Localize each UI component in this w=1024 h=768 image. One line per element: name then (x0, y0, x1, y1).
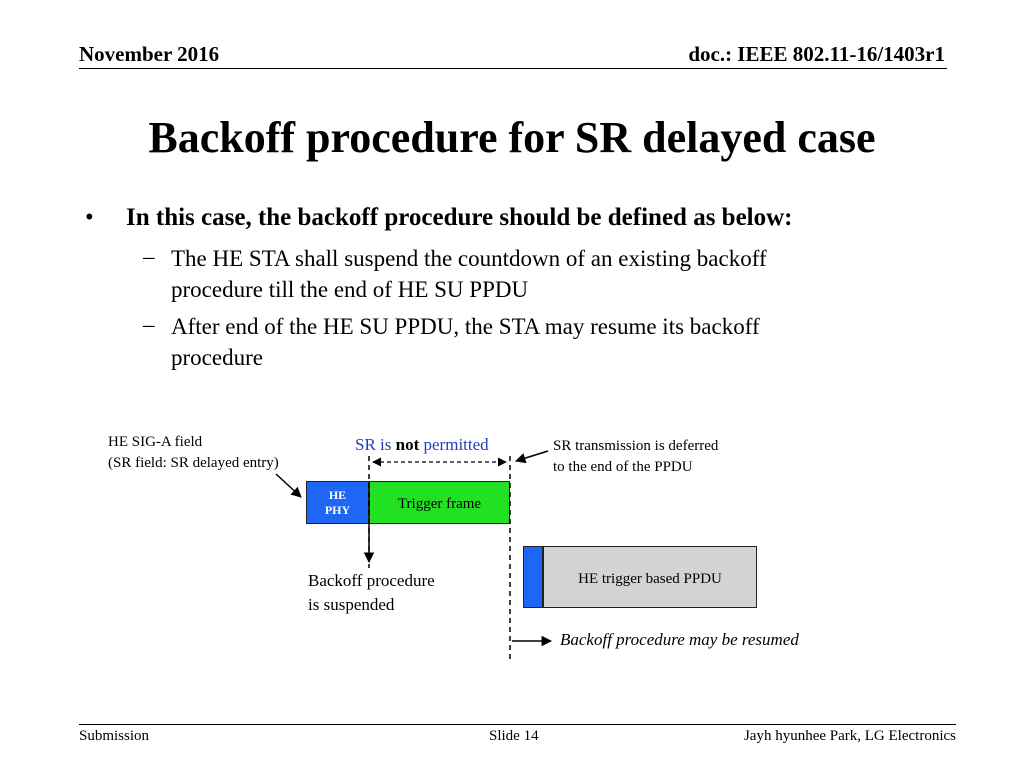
deferred-label: SR transmission is deferred to the end o… (553, 436, 718, 478)
suspended-line1: Backoff procedure (308, 571, 435, 590)
he-phy-line2: PHY (324, 502, 351, 517)
sr-suffix: permitted (419, 435, 489, 454)
sr-not-permitted-label: SR is not permitted (355, 435, 489, 455)
sig-arrow (275, 473, 302, 498)
header-doc-id: doc.: IEEE 802.11-16/1403r1 (688, 42, 945, 66)
sub-bullet-2-line1: After end of the HE SU PPDU, the STA may… (171, 314, 760, 339)
sig-label-line1: HE SIG-A field (108, 434, 203, 450)
deferred-arrow (514, 450, 549, 464)
sub-bullet-2-line2: procedure (171, 345, 263, 370)
sr-not: not (395, 435, 420, 454)
deferred-line1: SR transmission is deferred (553, 438, 719, 454)
sig-label: HE SIG-A field (SR field: SR delayed ent… (108, 432, 279, 474)
suspended-line2: is suspended (308, 595, 395, 614)
footer-slide-number: Slide 14 (489, 728, 539, 744)
trigger-frame-block: Trigger frame (369, 481, 510, 524)
bullet-dot-icon: • (85, 204, 94, 231)
suspended-label: Backoff procedure is suspended (308, 569, 435, 617)
tb-ppdu-label: HE trigger based PPDU (578, 571, 722, 587)
sub-bullet-1: The HE STA shall suspend the countdown o… (171, 243, 891, 305)
footer-submission: Submission (79, 728, 150, 744)
footer-rule (79, 724, 956, 725)
tb-ppdu-phy-strip (523, 546, 543, 608)
header-rule (79, 68, 947, 69)
header-date: November 2016 (79, 42, 220, 66)
trigger-frame-label: Trigger frame (397, 496, 482, 512)
sub-bullet-2: After end of the HE SU PPDU, the STA may… (171, 311, 891, 373)
slide-title: Backoff procedure for SR delayed case (148, 113, 876, 162)
deferred-line2: to the end of the PPDU (553, 459, 693, 475)
sig-label-line2: (SR field: SR delayed entry) (108, 455, 279, 471)
dash-icon: – (143, 244, 155, 269)
sub-bullet-1-line2: procedure till the end of HE SU PPDU (171, 277, 529, 302)
dash-icon: – (143, 312, 155, 337)
footer-author: Jayh hyunhee Park, LG Electronics (743, 728, 956, 744)
he-phy-line1: HE (328, 487, 347, 502)
bullet-main-text: In this case, the backoff procedure shou… (126, 204, 793, 231)
sub-bullet-1-line1: The HE STA shall suspend the countdown o… (171, 246, 767, 271)
sr-prefix: SR is (355, 435, 396, 454)
resumed-label: Backoff procedure may be resumed (560, 630, 799, 649)
he-phy-block: HE PHY (306, 481, 369, 524)
tb-ppdu-block: HE trigger based PPDU (543, 546, 757, 608)
